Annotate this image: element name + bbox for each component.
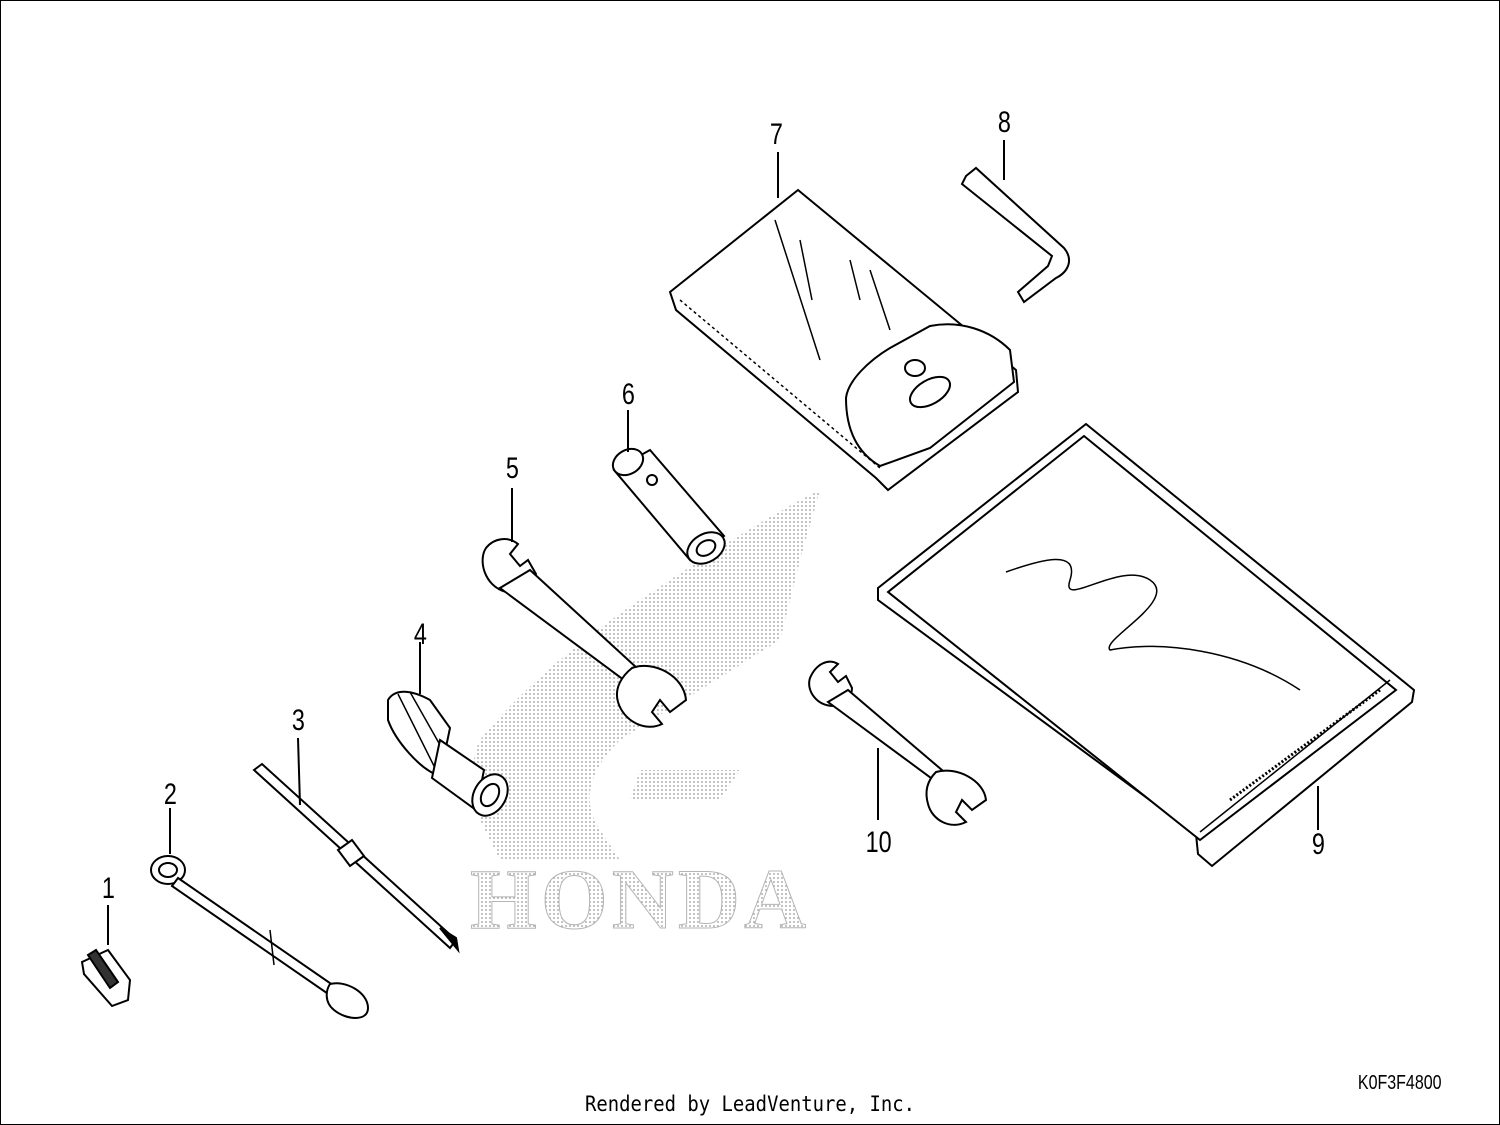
handle-bar-icon	[150, 808, 370, 1019]
screwdriver-bit-icon	[252, 737, 460, 954]
socket-wrench-icon	[611, 410, 726, 565]
callout-6: 6	[621, 378, 635, 411]
callout-2: 2	[163, 778, 177, 811]
open-end-wrench-icon	[481, 488, 688, 728]
callout-9: 9	[1311, 828, 1325, 861]
callout-7: 7	[769, 118, 783, 151]
footer-credit: Rendered by LeadVenture, Inc.	[585, 1092, 915, 1116]
callout-3: 3	[291, 704, 305, 737]
callout-5: 5	[505, 452, 519, 485]
callout-8: 8	[997, 106, 1011, 139]
tool-bag-icon	[668, 152, 1020, 492]
screwdriver-grip-icon	[387, 642, 509, 817]
plug-wrench-icon	[80, 905, 132, 1008]
watermark-text: HONDA	[470, 851, 810, 947]
manual-pouch-icon	[877, 422, 1416, 868]
hex-key-icon	[960, 140, 1071, 304]
callout-4: 4	[413, 618, 427, 651]
open-end-wrench-10-icon	[808, 660, 988, 826]
callout-10: 10	[865, 826, 892, 859]
diagram-code: K0F3F4800	[1358, 1072, 1442, 1094]
callout-1: 1	[101, 872, 115, 905]
